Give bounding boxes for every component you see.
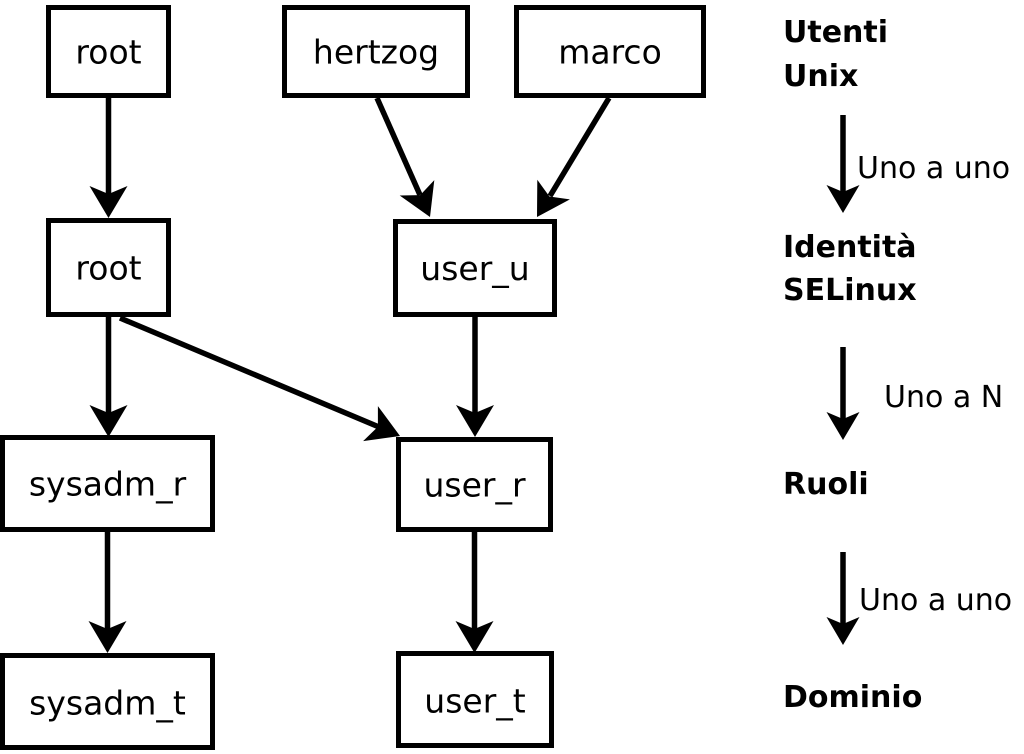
node-label-sysadm_t: sysadm_t [29, 684, 186, 723]
legend-title-dominio: Dominio [783, 680, 922, 715]
arrowhead-root-selinux-to-user_r [363, 406, 400, 442]
arrowhead-root-selinux-to-sysadm_r [89, 405, 128, 437]
node-box-user_t [396, 651, 554, 748]
node-box-hertzog [282, 5, 470, 98]
node-box-user_r [396, 437, 553, 532]
legend-arrowhead-1 [826, 185, 860, 213]
legend-title-utenti-unix: Utenti Unix [783, 15, 898, 94]
node-label-hertzog: hertzog [313, 33, 439, 72]
arrowhead-marco-to-user_u [537, 179, 570, 217]
legend-title-ruoli: Ruoli [783, 467, 869, 502]
node-box-sysadm_r [0, 435, 215, 532]
node-root-selinux: root [46, 218, 171, 317]
legend-relation-label-2: Uno a N [884, 380, 1003, 415]
edge-hertzog-to-user_u [374, 96, 423, 197]
node-user_r: user_r [396, 437, 553, 532]
arrowhead-sysadm_r-to-sysadm_t [88, 621, 127, 653]
node-box-marco [514, 5, 706, 98]
arrowhead-user_u-to-user_r [456, 405, 494, 437]
legend-relation-label-1: Uno a uno [857, 151, 1010, 186]
arrowhead-hertzog-to-user_u [399, 180, 435, 217]
legend-arrowhead-3 [826, 617, 860, 645]
node-user_u: user_u [393, 219, 557, 317]
node-label-sysadm_r: sysadm_r [29, 465, 187, 504]
node-label-user_r: user_r [423, 466, 525, 505]
node-sysadm_t: sysadm_t [0, 653, 215, 750]
node-box-root-unix [46, 5, 171, 98]
node-hertzog: hertzog [282, 5, 470, 98]
arrowhead-root-unix-to-root-selinux [89, 186, 128, 218]
node-user_t: user_t [396, 651, 554, 748]
node-label-user_t: user_t [424, 682, 525, 721]
node-box-root-selinux [46, 218, 171, 317]
legend-arrowhead-2 [826, 412, 860, 440]
legend-relation-label-3: Uno a uno [859, 583, 1012, 618]
node-sysadm_r: sysadm_r [0, 435, 215, 532]
legend-title-identita-selinux: Identità SELinux [783, 230, 927, 308]
node-label-user_u: user_u [420, 249, 529, 288]
node-marco: marco [514, 5, 706, 98]
node-label-marco: marco [558, 33, 662, 72]
arrowhead-user_r-to-user_t [455, 621, 494, 653]
node-label-root-selinux: root [75, 249, 141, 288]
node-box-sysadm_t [0, 653, 215, 750]
edge-root-selinux-to-user_r [118, 315, 381, 430]
node-label-root-unix: root [75, 33, 141, 72]
edge-marco-to-user_u [547, 96, 612, 198]
node-root-unix: root [46, 5, 171, 98]
node-box-user_u [393, 219, 557, 317]
